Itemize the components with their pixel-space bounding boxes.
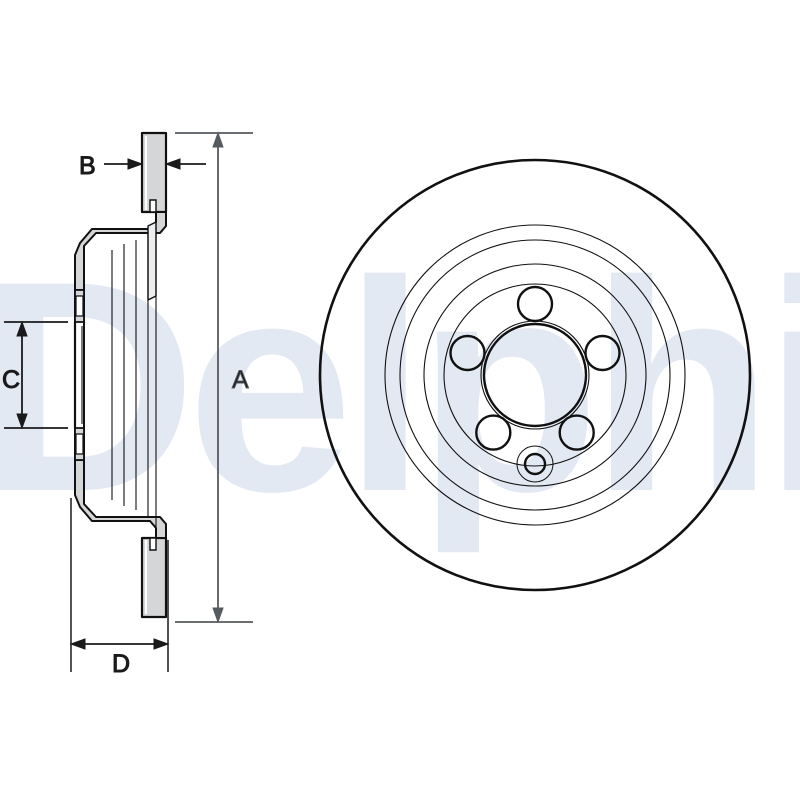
dimension-B-label: B xyxy=(79,152,96,180)
section-upper-friction-band xyxy=(147,221,157,301)
centre-bore-inner-circle xyxy=(482,322,588,428)
dimension-D-arrow-left xyxy=(69,638,86,650)
section-bolt-hole-upper-bore xyxy=(75,295,84,317)
locating-pin-outer-circle xyxy=(516,445,554,483)
section-notch-upper xyxy=(149,199,157,213)
bolt-hole xyxy=(516,285,554,323)
dimension-B-arrow-right xyxy=(164,158,181,170)
section-view-group xyxy=(73,131,168,619)
face-view-group xyxy=(318,158,752,592)
dimension-C-group: C xyxy=(2,320,68,430)
friction-ring-outer-circle xyxy=(384,224,686,526)
dimension-B-group: B xyxy=(79,152,206,181)
dimension-A-arrow-top xyxy=(212,131,224,148)
dimension-D-arrow-right xyxy=(153,638,170,650)
bolt-hole xyxy=(475,414,512,451)
dimension-A-arrow-bottom xyxy=(212,607,224,624)
disc-outer-edge-circle xyxy=(318,158,752,592)
dimension-D-group: D xyxy=(69,498,170,679)
dimension-C-arrow-bottom xyxy=(16,413,28,430)
dimension-A-label: A xyxy=(232,366,249,394)
friction-ring-inner-circle xyxy=(399,239,671,511)
section-bolt-hole-lower-bore xyxy=(75,433,84,455)
dimension-C-label: C xyxy=(2,366,20,394)
section-internal-lines-upper xyxy=(111,222,157,538)
dimension-B-arrow-left xyxy=(127,158,144,170)
dimension-A-group: A xyxy=(175,131,253,624)
section-notch-lower xyxy=(149,537,157,551)
dimension-D-label: D xyxy=(112,650,130,678)
hat-outer-circle xyxy=(423,263,647,487)
bolt-hole xyxy=(558,414,595,451)
bolt-hole xyxy=(449,334,486,372)
bolt-hole xyxy=(584,334,621,372)
locating-pin-hole xyxy=(523,452,547,476)
hat-inner-circle xyxy=(443,283,627,467)
dimension-C-arrow-top xyxy=(16,320,28,337)
